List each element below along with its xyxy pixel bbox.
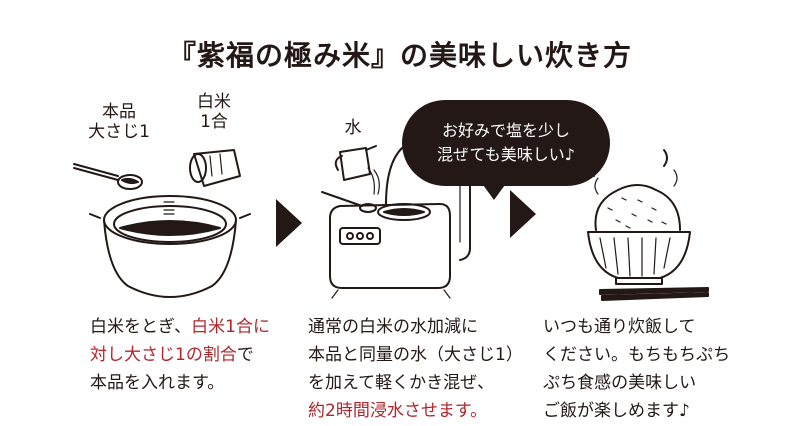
rice-pot-icon <box>73 149 251 298</box>
rice-bowl-icon <box>587 149 709 301</box>
step3-desc-line: いつも通り炊飯して <box>543 313 730 341</box>
desc-text: ください。もちもちぷち <box>543 345 731 365</box>
page-title: 『紫福の極み米』の美味しい炊き方 <box>167 39 632 72</box>
step2-desc-line: 約2時間浸水させます。 <box>308 397 523 425</box>
desc-text: 白米をとぎ、 <box>90 317 192 337</box>
label-product-spoon: 本品 大さじ1 <box>84 102 154 142</box>
step1-desc-line: 本品を入れます。 <box>90 369 270 397</box>
label-rice-line1: 白米 <box>197 92 231 112</box>
step3-description: いつも通り炊飯してください。もちもちぷちぷち食感の美味しいご飯が楽しめます♪ <box>543 313 730 425</box>
water-pitcher-icon <box>334 145 380 195</box>
arrow-right-icon <box>276 199 302 247</box>
tip-line1: お好みで塩を少し <box>441 121 570 140</box>
bubble-tail <box>478 178 510 200</box>
tip-line2: 混ぜても美味しい♪ <box>437 145 575 164</box>
highlight-text: 対し大さじ1の割合 <box>90 345 237 365</box>
desc-text: ぷち食感の美味しい <box>543 373 697 393</box>
label-rice-line2: 1合 <box>200 112 228 132</box>
highlight-text: 約2時間浸水させます。 <box>308 401 488 421</box>
desc-text: 本品を入れます。 <box>90 373 225 393</box>
spoon-icon <box>73 163 143 190</box>
measuring-cup-icon <box>189 149 241 187</box>
chopsticks-icon <box>599 287 709 301</box>
label-product-line1: 本品 <box>102 102 136 122</box>
step3-desc-line: ください。もちもちぷち <box>543 341 730 369</box>
desc-text: 通常の白米の水加減に <box>308 317 478 337</box>
step2-desc-line: を加えて軽くかき混ぜ、 <box>308 369 523 397</box>
desc-text: 本品と同量の水（大さじ1） <box>308 345 523 365</box>
step2-desc-line: 通常の白米の水加減に <box>308 313 523 341</box>
step1-desc-line: 白米をとぎ、白米1合に <box>90 313 270 341</box>
step2-desc-line: 本品と同量の水（大さじ1） <box>308 341 523 369</box>
rice-cooker-icon <box>321 141 471 299</box>
desc-text: いつも通り炊飯して <box>543 317 696 337</box>
step1-desc-line: 対し大さじ1の割合で <box>90 341 270 369</box>
label-product-line2: 大さじ1 <box>88 122 150 142</box>
step3-desc-line: ぷち食感の美味しい <box>543 369 730 397</box>
label-water: 水 <box>344 118 362 138</box>
highlight-text: 白米1合に <box>191 317 270 337</box>
step2-description: 通常の白米の水加減に本品と同量の水（大さじ1） を加えて軽くかき混ぜ、約2時間浸水… <box>308 313 523 425</box>
desc-text: を加えて軽くかき混ぜ、 <box>308 373 495 393</box>
desc-text: ご飯が楽しめます♪ <box>543 401 690 421</box>
label-rice-cup: 白米 1合 <box>186 92 242 132</box>
tip-speech-bubble: お好みで塩を少し 混ぜても美味しい♪ <box>402 100 610 186</box>
arrow-right-icon <box>510 190 536 238</box>
step1-description: 白米をとぎ、白米1合に対し大さじ1の割合で本品を入れます。 <box>90 313 270 397</box>
step3-desc-line: ご飯が楽しめます♪ <box>543 397 730 425</box>
desc-text: で <box>236 345 254 365</box>
